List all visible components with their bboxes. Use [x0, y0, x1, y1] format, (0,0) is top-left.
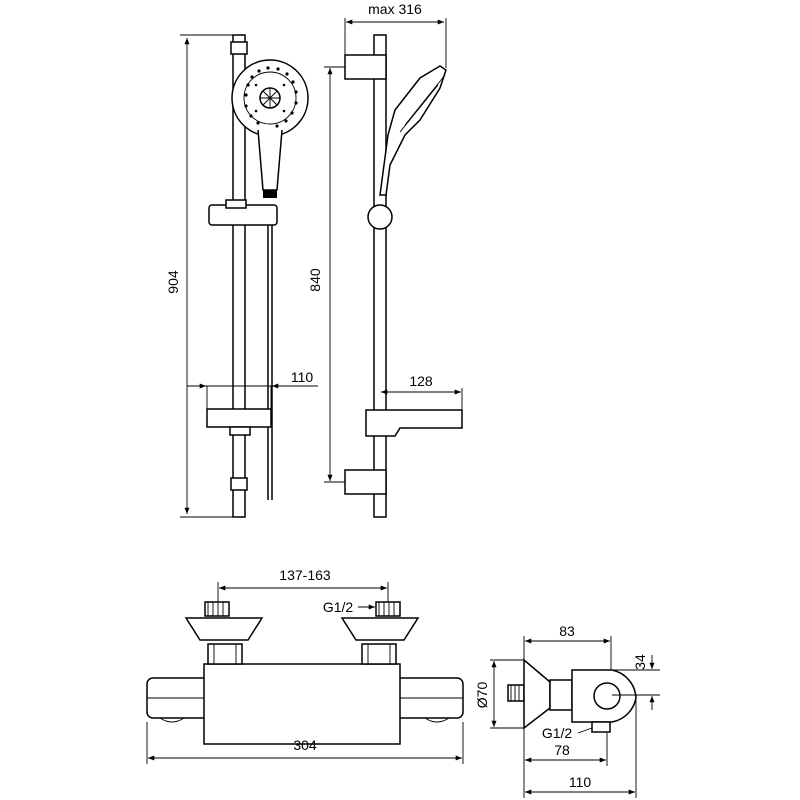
dim-110-side: 110	[569, 774, 592, 790]
dim-128: 128	[409, 373, 433, 389]
side-outlet-circle	[593, 682, 621, 710]
right-inlet-connector	[340, 601, 420, 665]
side-handshower	[379, 65, 447, 196]
label-g12-side: G1/2	[542, 725, 573, 741]
thermostat-side-view: 83 34 Ø70 G1/2 78 110	[474, 623, 660, 798]
side-slider-knob	[367, 204, 393, 230]
dim-904: 904	[165, 270, 181, 294]
thermostat-front-view: 137-163 G1/2 304	[146, 567, 464, 764]
dim-840: 840	[307, 268, 323, 292]
dim-max-316: max 316	[368, 1, 422, 17]
dim-78: 78	[554, 742, 570, 758]
front-view-shower-rail: 904 110	[165, 34, 318, 518]
side-inlet-thread	[507, 684, 525, 702]
dim-304: 304	[293, 737, 317, 753]
thermostat-center	[203, 663, 401, 745]
spray-nozzles	[244, 66, 298, 128]
dim-34: 34	[632, 654, 648, 670]
side-outlet-thread	[591, 721, 611, 733]
spray-pattern	[260, 88, 280, 108]
dim-137-163: 137-163	[279, 567, 331, 583]
label-g12-top: G1/2	[323, 599, 354, 615]
side-bracket-top	[344, 54, 387, 80]
side-view-shower-rail: max 316 840 128	[307, 1, 463, 518]
side-soap-shelf	[365, 409, 463, 437]
dim-83: 83	[559, 623, 575, 639]
soap-shelf	[206, 408, 272, 428]
side-rail-bar	[373, 34, 387, 518]
side-bracket-bottom	[344, 469, 387, 495]
dim-110-shelf: 110	[291, 369, 314, 385]
dim-dia-70: Ø70	[474, 682, 490, 709]
side-flange	[523, 658, 551, 730]
handshower-handle	[257, 129, 283, 191]
rail-bracket-bottom	[230, 477, 248, 491]
rail-bracket-top	[230, 41, 248, 55]
left-inlet-connector	[184, 601, 264, 665]
